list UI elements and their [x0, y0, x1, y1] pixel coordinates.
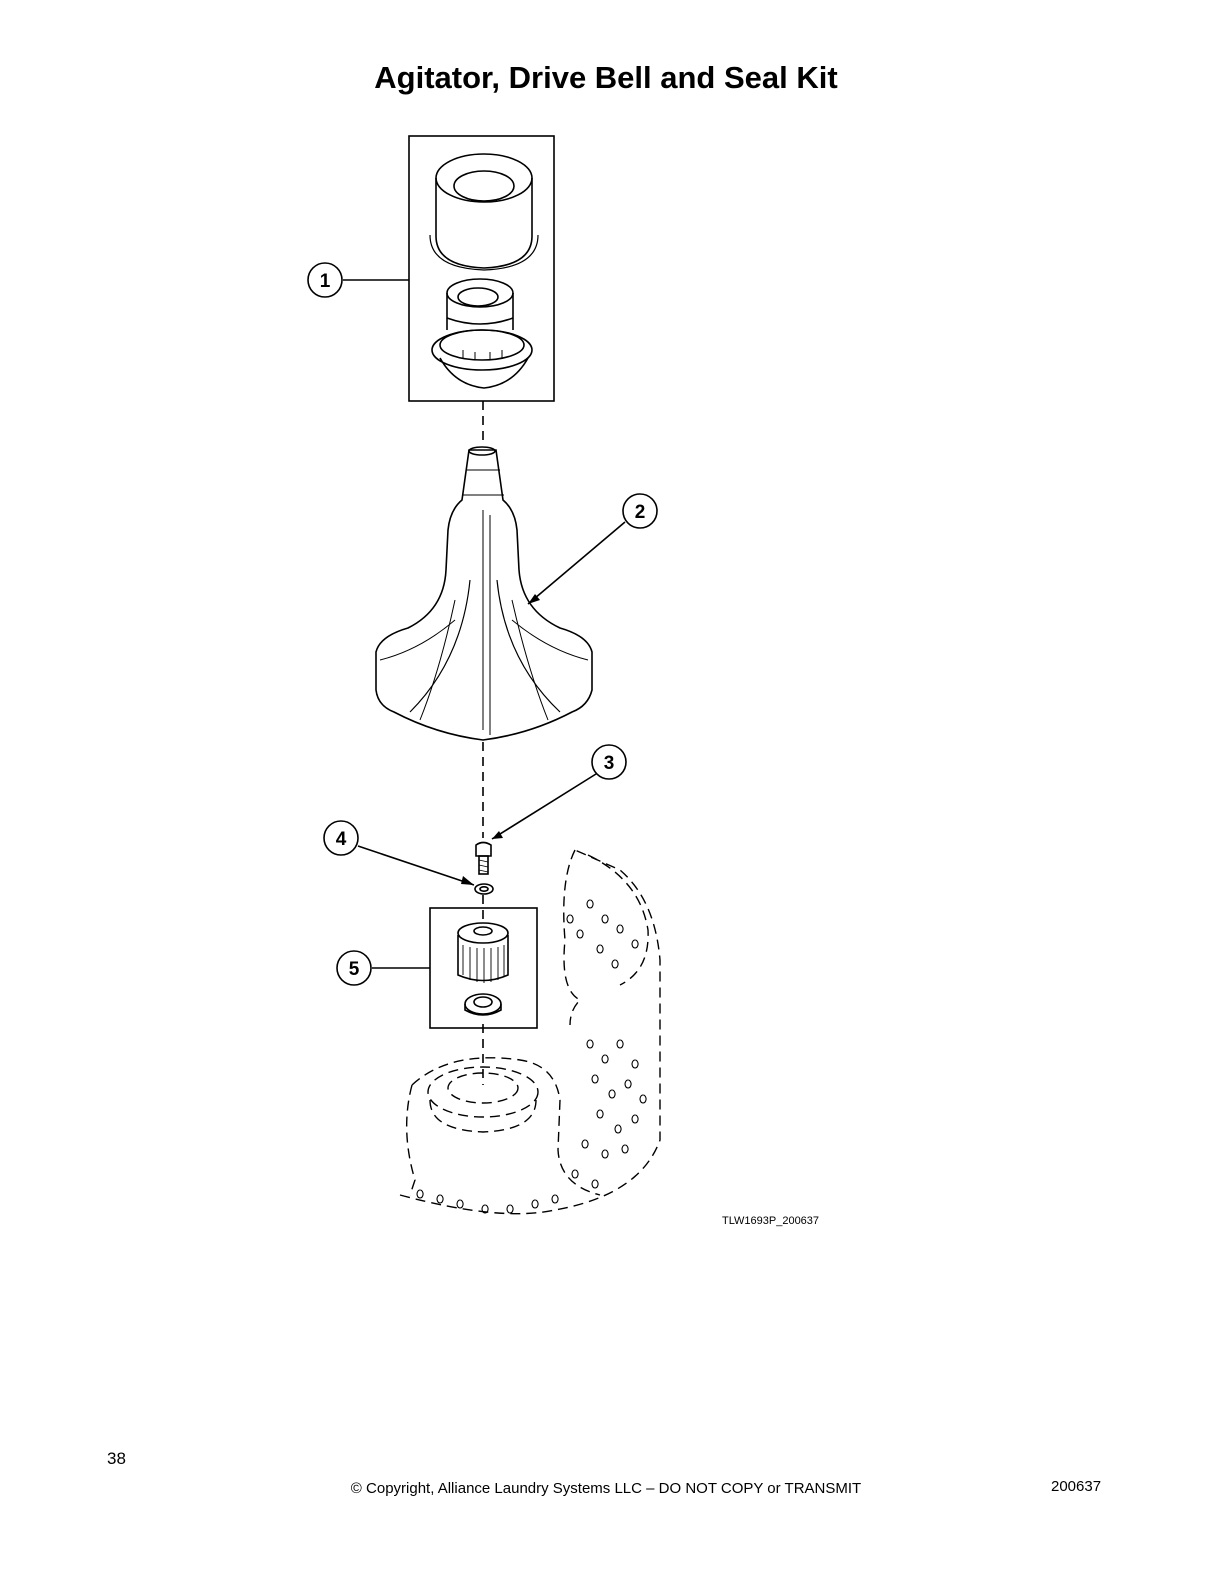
seal-kit-box	[408, 135, 555, 402]
callout-circle-3	[591, 744, 627, 780]
page-title: Agitator, Drive Bell and Seal Kit	[374, 60, 838, 95]
callout-label-5: 5	[349, 959, 360, 980]
copyright-notice: © Copyright, Alliance Laundry Systems LL…	[350, 1480, 862, 1497]
tub-perforations	[416, 899, 647, 1214]
callout-label-3: 3	[604, 753, 615, 774]
document-number: 200637	[1051, 1478, 1102, 1495]
callout-circle-1	[307, 262, 343, 298]
figure-id: TLW1693P_200637	[722, 1215, 820, 1227]
callout-circle-5	[336, 950, 372, 986]
bolt	[475, 841, 492, 875]
callout-circle-2	[622, 493, 658, 529]
agitator	[375, 446, 593, 741]
leader-line-2	[527, 521, 626, 605]
callout-label-4: 4	[336, 829, 347, 850]
tub-phantom	[399, 849, 661, 1215]
washer	[474, 883, 494, 895]
page-number: 38	[107, 1449, 126, 1468]
callout-circle-4	[323, 820, 359, 856]
leader-line-3	[491, 773, 597, 840]
callout-label-1: 1	[320, 271, 331, 292]
drive-bell-box	[429, 907, 538, 1029]
callout-label-2: 2	[635, 502, 646, 523]
leader-line-4	[357, 845, 475, 886]
